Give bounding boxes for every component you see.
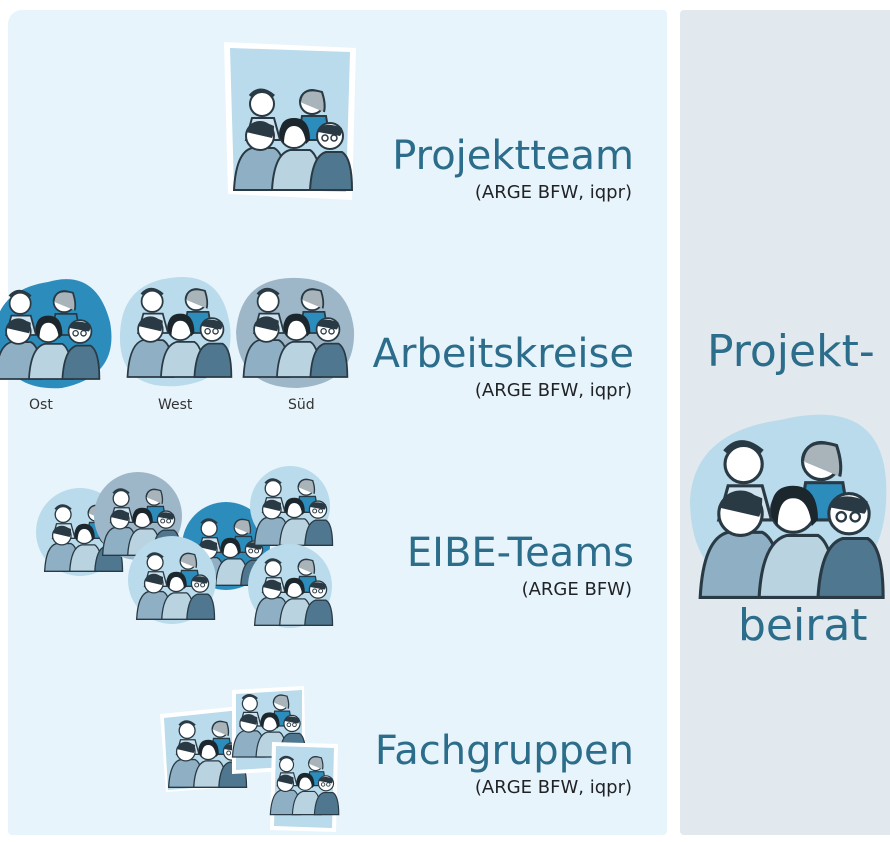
group-label-sued: Süd — [288, 397, 315, 413]
projektbeirat-title-bottom: beirat — [738, 600, 868, 651]
section-title-projektteam: Projektteam — [392, 133, 634, 179]
group-label-west: West — [158, 397, 193, 413]
section-subtitle-fachgruppen: (ARGE BFW, iqpr) — [474, 777, 632, 798]
team-illustration-icon — [224, 42, 356, 200]
group-illustration-icon — [0, 277, 355, 389]
section-subtitle-arbeitskreise: (ARGE BFW, iqpr) — [474, 380, 632, 401]
group-illustration-icon — [36, 466, 334, 628]
section-subtitle-eibe: (ARGE BFW) — [521, 579, 632, 600]
section-title-arbeitskreise: Arbeitskreise — [372, 331, 634, 377]
section-title-eibe: EIBE-Teams — [406, 530, 634, 576]
group-label-ost: Ost — [29, 397, 53, 413]
projektbeirat-title-top: Projekt- — [707, 326, 875, 377]
group-illustration-icon — [160, 686, 340, 832]
section-subtitle-projektteam: (ARGE BFW, iqpr) — [474, 182, 632, 203]
section-title-fachgruppen: Fachgruppen — [374, 728, 634, 774]
team-illustration-icon — [690, 414, 887, 598]
